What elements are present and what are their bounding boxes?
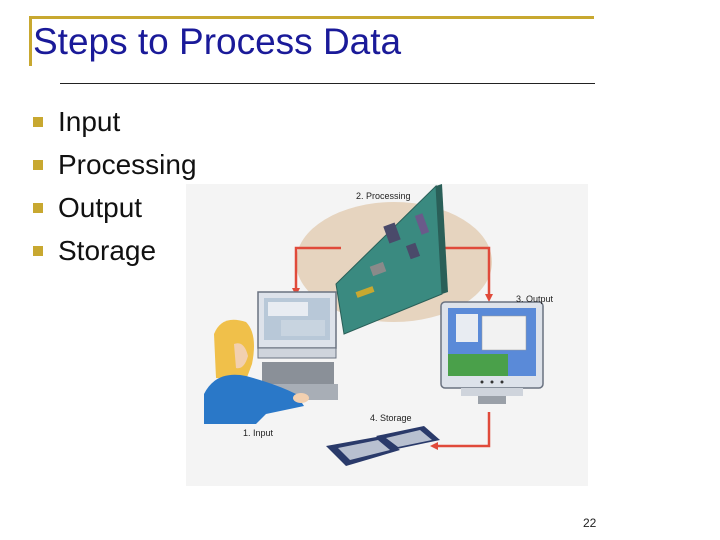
bullet-item-storage: Storage — [33, 229, 197, 272]
square-bullet-icon — [33, 116, 43, 127]
bullet-text: Processing — [58, 148, 197, 180]
cycle-arrows — [294, 246, 491, 448]
square-bullet-icon — [33, 245, 43, 256]
output-monitor-icon — [440, 301, 544, 404]
bullet-item-output: Output — [33, 186, 197, 229]
bullet-item-input: Input — [33, 100, 197, 143]
bullet-text: Input — [58, 105, 121, 137]
storage-label: 4. Storage — [370, 413, 412, 423]
bullet-list: Input Processing Output Storage — [33, 100, 197, 272]
title-underline — [60, 83, 595, 84]
slide-title: Steps to Process Data — [33, 21, 402, 62]
bullet-text: Storage — [58, 234, 157, 266]
square-bullet-icon — [33, 159, 43, 170]
bullet-item-processing: Processing — [33, 143, 197, 186]
arrowhead — [485, 294, 493, 302]
arrow-processing-to-output — [444, 246, 491, 296]
arrow-output-to-storage — [436, 412, 491, 448]
square-bullet-icon — [33, 202, 43, 213]
page-number: 22 — [583, 516, 597, 530]
bullet-text: Output — [58, 191, 143, 223]
user-figure-icon — [204, 319, 309, 424]
storage-drives-icon — [326, 426, 440, 466]
arrow-input-to-processing — [294, 246, 341, 292]
input-label: 1. Input — [243, 428, 274, 438]
processing-cycle-illustration: 2. Processing 3. Output 4. Storage 1. In… — [186, 184, 588, 486]
output-label: 3. Output — [516, 294, 554, 304]
circuit-board-icon — [335, 184, 448, 335]
arrowhead — [430, 442, 438, 450]
input-computer-icon — [256, 291, 338, 400]
title-frame — [29, 16, 594, 66]
processing-label: 2. Processing — [356, 191, 411, 201]
